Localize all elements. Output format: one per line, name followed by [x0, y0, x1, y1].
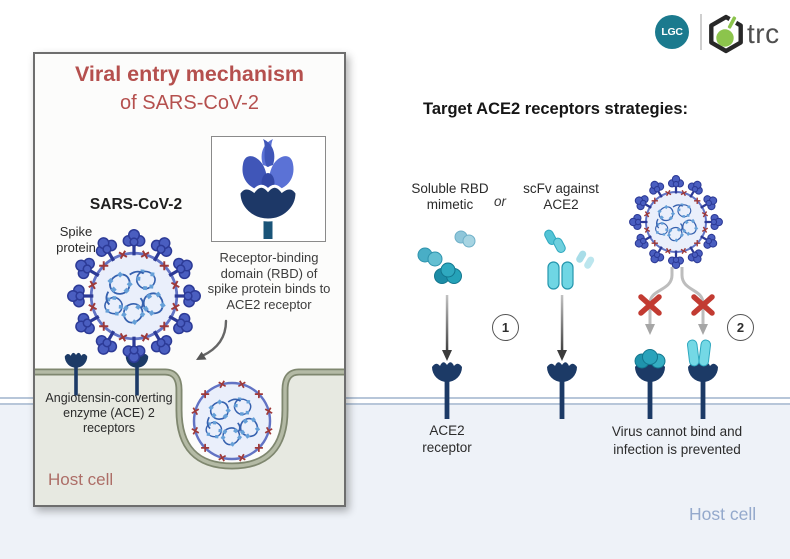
- strategy1-label: Soluble RBD mimetic: [411, 181, 489, 213]
- bound-scfv-icon: [686, 339, 712, 367]
- panel-subtitle: of SARS-CoV-2: [120, 92, 259, 114]
- panel-title: Viral entry mechanism: [74, 62, 305, 86]
- step1-badge: 1: [492, 314, 519, 341]
- entry-arrow-icon: [196, 319, 228, 360]
- ace2-receptor-label: ACE2 receptor: [422, 423, 472, 455]
- spike-protein-label: Spike protein: [56, 224, 96, 255]
- down-arrow-1-icon: [442, 295, 452, 361]
- ace-receptor-label: Angiotensin-converting enzyme (ACE) 2 re…: [45, 391, 173, 435]
- pit-virus-icon: [189, 378, 275, 464]
- membrane-line-top: [0, 397, 790, 400]
- brand-divider: [700, 14, 702, 50]
- bound-mimetic-icon: [634, 349, 666, 369]
- lgc-logo: LGC: [655, 15, 689, 49]
- down-arrow-2-icon: [557, 295, 567, 361]
- inset-caption: Receptor-binding domain (RBD) of spike p…: [207, 250, 331, 312]
- host-membrane-graphic: [35, 368, 344, 505]
- blocked-paths-icon: [612, 267, 742, 335]
- rbd-illustration-icon: [237, 139, 299, 239]
- rbd-mimetic-molecules-icon: [417, 230, 476, 284]
- trc-flask-icon: [709, 14, 743, 54]
- step2-badge: 2: [727, 314, 754, 341]
- trc-wordmark: trc: [747, 18, 780, 49]
- viral-entry-panel: Viral entry mechanism of SARS-CoV-2: [33, 52, 346, 507]
- host-cell-label-right: Host cell: [689, 504, 757, 524]
- membrane-line-bottom: [0, 402, 790, 405]
- host-cell-label-left: Host cell: [48, 470, 114, 489]
- rbd-inset-box: [211, 136, 326, 242]
- strategies-heading: Target ACE2 receptors strategies:: [423, 100, 689, 118]
- outcome-label: Virus cannot bind and infection is preve…: [611, 424, 743, 457]
- scfv-molecules-icon: [544, 229, 595, 290]
- ace2-receptors-right-icon: [432, 339, 718, 419]
- or-label: or: [494, 194, 507, 209]
- strategy2-label: scFv against ACE2: [523, 181, 599, 213]
- sars-cov2-label: SARS-CoV-2: [89, 196, 183, 213]
